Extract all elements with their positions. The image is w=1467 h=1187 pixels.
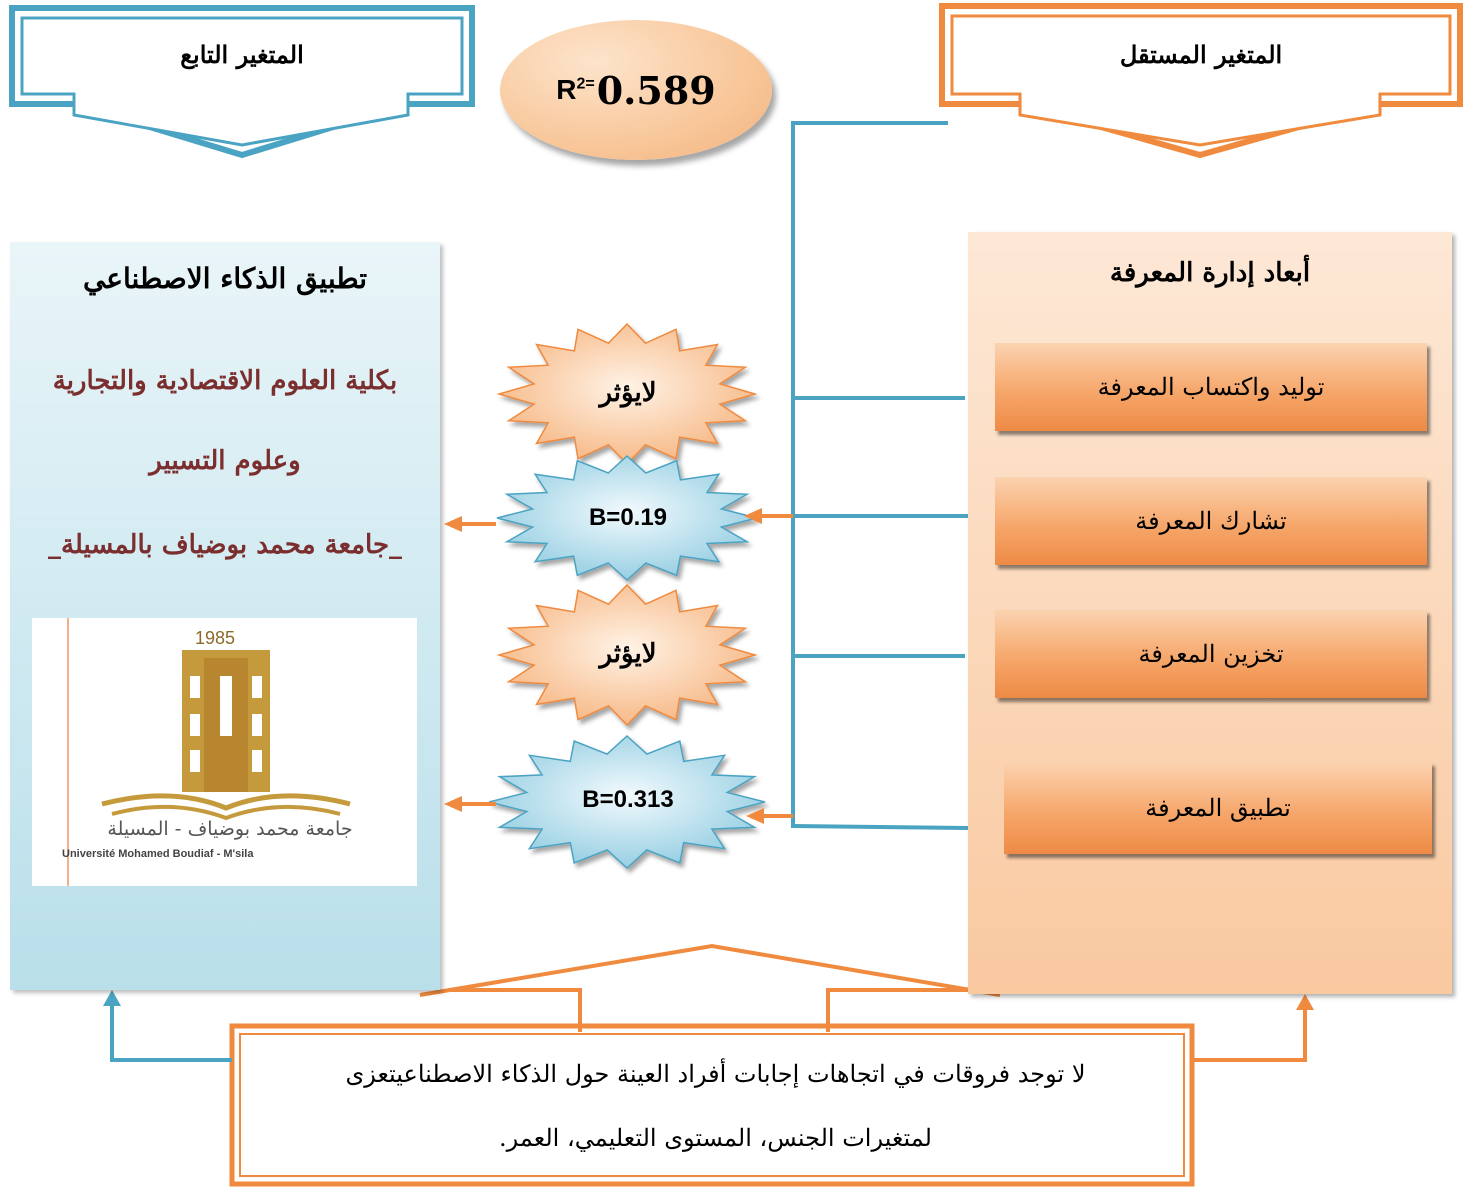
- dependent-header-arrow: [9, 5, 475, 159]
- dimension-box-3: تخزين المعرفة: [995, 610, 1427, 698]
- faculty-line-2: وعلوم التسيير: [149, 446, 301, 476]
- independent-title: أبعاد إدارة المعرفة: [1109, 258, 1311, 288]
- bottom-note-line-1: لا توجد فروقات في اتجاهات إجابات أفراد ا…: [345, 1060, 1086, 1088]
- dependent-title: تطبيق الذكاء الاصطناعي: [82, 262, 368, 295]
- independent-header-arrow: [939, 3, 1463, 159]
- feedback-arrow-left: [103, 990, 232, 1062]
- dependent-header-label: المتغير التابع: [180, 40, 304, 69]
- effect-label-3: لايؤثر: [599, 639, 657, 669]
- effect-label-2: B=0.19: [588, 504, 668, 531]
- bottom-chevron: [419, 943, 1001, 1032]
- dimension-box-1: توليد واكتساب المعرفة: [995, 343, 1427, 431]
- bracket-connector: [791, 121, 969, 830]
- independent-header-label: المتغير المستقل: [1119, 40, 1283, 69]
- effect-star-3: [496, 583, 758, 727]
- faculty-line-3: _جامعة محمد بوضياف بالمسيلة_: [47, 530, 403, 560]
- logo-arabic-name: جامعة محمد بوضياف - المسيلة: [107, 818, 353, 840]
- university-logo-emblem: [67, 618, 351, 886]
- faculty-line-1: بكلية العلوم الاقتصادية والتجارية: [52, 366, 398, 396]
- effect-arrow-4-out: [444, 796, 496, 812]
- effect-label-4: B=0.313: [582, 786, 674, 813]
- effect-arrow-2-in: [744, 508, 793, 524]
- dimension-box-2: تشارك المعرفة: [995, 477, 1427, 565]
- r-squared-label: R2=: [556, 74, 595, 105]
- r-squared-ellipse: R2= 0.589: [500, 20, 772, 160]
- effect-arrow-4-in: [746, 808, 793, 824]
- feedback-arrow-right: [1192, 994, 1314, 1062]
- logo-french-name: Université Mohamed Boudiaf - M'sila: [62, 848, 254, 860]
- logo-year: 1985: [195, 628, 236, 648]
- dimension-box-4: تطبيق المعرفة: [1004, 762, 1432, 854]
- r-squared-value: 0.589: [596, 67, 716, 113]
- effect-star-4: [488, 734, 766, 870]
- bottom-note-line-2: لمتغيرات الجنس، المستوى التعليمي، العمر.: [499, 1124, 932, 1152]
- effect-arrow-2-out: [444, 516, 496, 532]
- bottom-note-frame: [229, 1023, 1195, 1187]
- effect-label-1: لايؤثر: [599, 378, 657, 408]
- effect-star-2: [496, 454, 758, 582]
